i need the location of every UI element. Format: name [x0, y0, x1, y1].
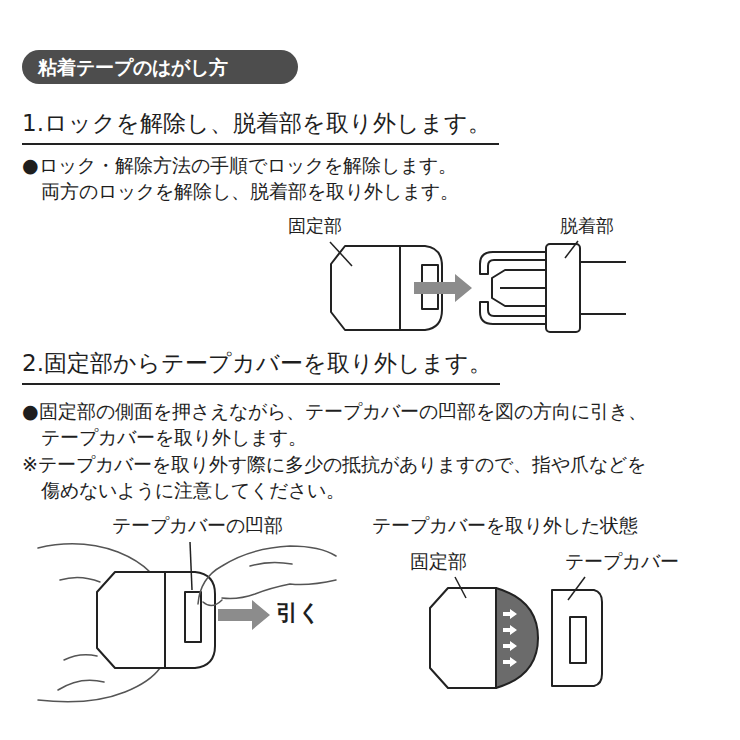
leader-line — [568, 577, 585, 600]
detachable-part — [580, 261, 626, 263]
part-label: 固定部 — [410, 550, 467, 573]
left-hand — [38, 668, 160, 702]
tape-cover — [552, 590, 602, 686]
detachable-part — [500, 287, 546, 289]
fixed-part — [331, 246, 400, 330]
tape-cover — [552, 590, 602, 686]
right-hand — [203, 600, 222, 606]
direction-arrows — [503, 625, 517, 635]
left-hand — [58, 680, 104, 690]
leader-line — [190, 542, 192, 590]
title-pill: 粘着テープのはがし方 — [22, 50, 298, 84]
leader-line — [330, 242, 352, 266]
direction-arrows — [503, 609, 517, 667]
tape-cover — [570, 617, 586, 663]
leader-line — [455, 577, 466, 598]
left-hand — [38, 544, 150, 572]
fixed-part — [97, 572, 215, 668]
fixed-part — [165, 572, 215, 668]
part-label: 固定部 — [288, 215, 342, 237]
direction-arrows — [503, 641, 517, 651]
right-hand — [198, 546, 336, 604]
state-label: テープカバーを取り外した状態 — [372, 514, 638, 537]
part-label: テープカバー — [565, 550, 679, 573]
detachable-part — [580, 313, 626, 315]
fixed-part — [430, 588, 538, 688]
fixed-part — [97, 572, 165, 668]
detachable-part — [546, 244, 580, 332]
detachable-part — [492, 270, 546, 306]
instruction-text: ●固定部の側面を押さえながら、テープカバーの凹部を図の方向に引き、 テープカバー… — [22, 398, 722, 450]
left-hand — [64, 655, 97, 660]
action-label: 引く — [276, 600, 321, 626]
instruction-text: ●ロック・解除方法の手順でロックを解除します。 両方のロックを解除し、脱着部を取… — [22, 152, 535, 204]
pull-arrow — [414, 274, 472, 302]
step-heading: 2.固定部からテープカバーを取り外します。 — [22, 350, 500, 385]
right-hand — [222, 580, 336, 599]
left-hand — [60, 577, 100, 582]
caution-note: ※テープカバーを取り外す際に多少の抵抗がありますので、指や爪などを 傷めないよう… — [22, 451, 727, 503]
right-hand — [198, 546, 336, 606]
part-label: 脱着部 — [560, 215, 614, 237]
direction-arrows — [503, 657, 517, 667]
pull-arrow — [218, 600, 270, 630]
step-heading: 1.ロックを解除し、脱着部を取り外します。 — [22, 110, 499, 145]
fixed-part — [430, 588, 496, 688]
part-label: テープカバーの凹部 — [112, 514, 283, 537]
direction-arrows — [503, 609, 517, 619]
detachable-part — [480, 244, 626, 332]
fixed-part — [496, 588, 538, 688]
leader-line — [565, 241, 578, 258]
right-hand — [250, 562, 292, 566]
